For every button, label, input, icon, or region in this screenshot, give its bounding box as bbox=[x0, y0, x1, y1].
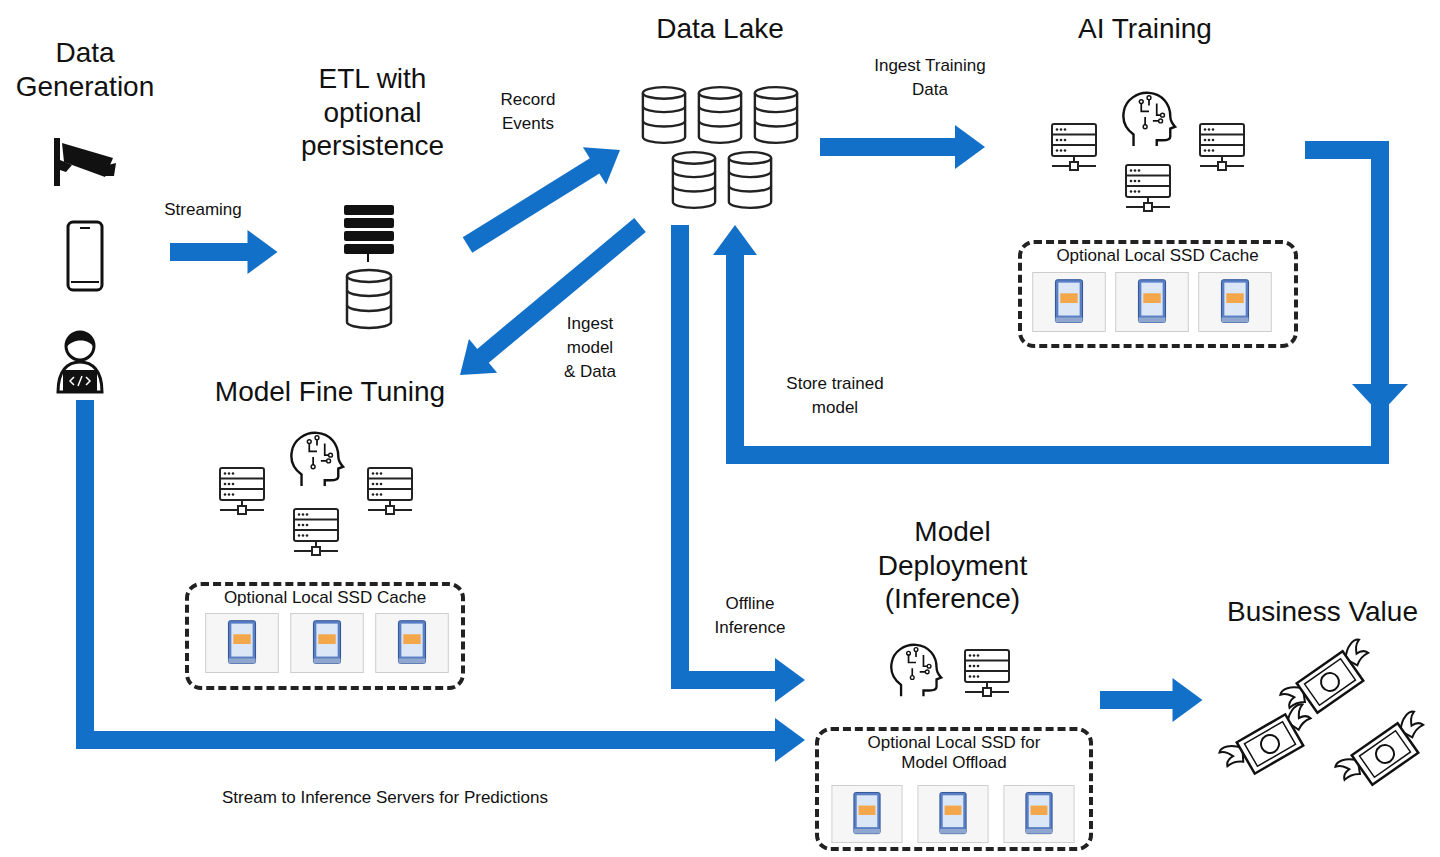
stage-group: AI TrainingOptional Local SSD Cache bbox=[985, 12, 1305, 352]
money-icon bbox=[1218, 638, 1434, 796]
stage-heading: Data Lake bbox=[620, 12, 820, 46]
dashed-cache-box: Optional Local SSD for Model Offload bbox=[815, 727, 1093, 851]
arrow-shaft bbox=[735, 150, 1380, 455]
database-icons bbox=[643, 87, 797, 208]
arrow-shaft bbox=[85, 400, 777, 740]
cache-label: Optional Local SSD Cache bbox=[195, 588, 455, 608]
fine-tuning-cluster-icon bbox=[206, 433, 449, 673]
arrowhead bbox=[583, 147, 620, 184]
arrowhead bbox=[460, 339, 497, 375]
stage-heading: Business Value bbox=[1213, 595, 1433, 629]
arrow-shaft bbox=[820, 138, 957, 156]
flow-label: Record Events bbox=[488, 88, 568, 136]
arrow-shaft bbox=[1100, 691, 1175, 709]
arrow-shaft bbox=[468, 165, 597, 245]
dashed-cache-box: Optional Local SSD Cache bbox=[1018, 240, 1298, 348]
stage-heading: Model Fine Tuning bbox=[185, 375, 475, 409]
stage-heading: Model Deployment (Inference) bbox=[863, 515, 1043, 616]
person-icon bbox=[58, 332, 102, 392]
flow-label: Offline Inference bbox=[708, 592, 793, 640]
flow-arrow bbox=[85, 400, 805, 762]
dashed-cache-box: Optional Local SSD Cache bbox=[185, 582, 465, 690]
cache-label: Optional Local SSD for Model Offload bbox=[847, 733, 1062, 774]
flow-label: Store trained model bbox=[780, 372, 890, 420]
arrowhead bbox=[955, 125, 985, 169]
stage-heading: AI Training bbox=[995, 12, 1295, 46]
stage-group: Business Value bbox=[1203, 595, 1440, 815]
flow-arrow bbox=[468, 147, 621, 245]
stage-heading: ETL with optional persistence bbox=[288, 62, 458, 163]
stage-heading: Data Generation bbox=[10, 36, 160, 103]
training-cluster-icon bbox=[1033, 93, 1272, 332]
flow-label: Ingest Training Data bbox=[855, 54, 1005, 102]
arrow-shaft bbox=[170, 243, 250, 261]
stage-group: ETL with optional persistence bbox=[278, 62, 468, 334]
flow-arrow bbox=[680, 225, 805, 702]
arrowhead bbox=[775, 718, 805, 762]
stage-group: Model Fine TuningOptional Local SSD Cach… bbox=[175, 375, 485, 695]
stage-group: Model Deployment (Inference) Optional Loc… bbox=[805, 515, 1100, 855]
etl-server-icon bbox=[344, 205, 394, 328]
stage-group: Data Lake bbox=[620, 12, 820, 225]
flow-arrow bbox=[713, 150, 1380, 455]
flow-arrow bbox=[1100, 678, 1203, 722]
arrowhead bbox=[248, 230, 278, 274]
arrowhead bbox=[775, 658, 805, 702]
flow-label: Stream to Inference Servers for Predicti… bbox=[175, 786, 595, 810]
cache-label: Optional Local SSD Cache bbox=[1028, 246, 1288, 266]
inference-icon bbox=[832, 645, 1074, 843]
stage-group: Data Generation bbox=[0, 36, 170, 400]
flow-arrow bbox=[820, 125, 985, 169]
flow-arrow bbox=[170, 230, 278, 274]
flow-label: Ingest model & Data bbox=[560, 312, 620, 383]
arrowhead bbox=[713, 225, 757, 255]
flow-label: Streaming bbox=[148, 198, 258, 222]
arrowhead bbox=[1173, 678, 1203, 722]
phone-icon bbox=[68, 222, 102, 290]
camera-icon bbox=[54, 138, 116, 186]
arrow-shaft bbox=[482, 225, 640, 357]
